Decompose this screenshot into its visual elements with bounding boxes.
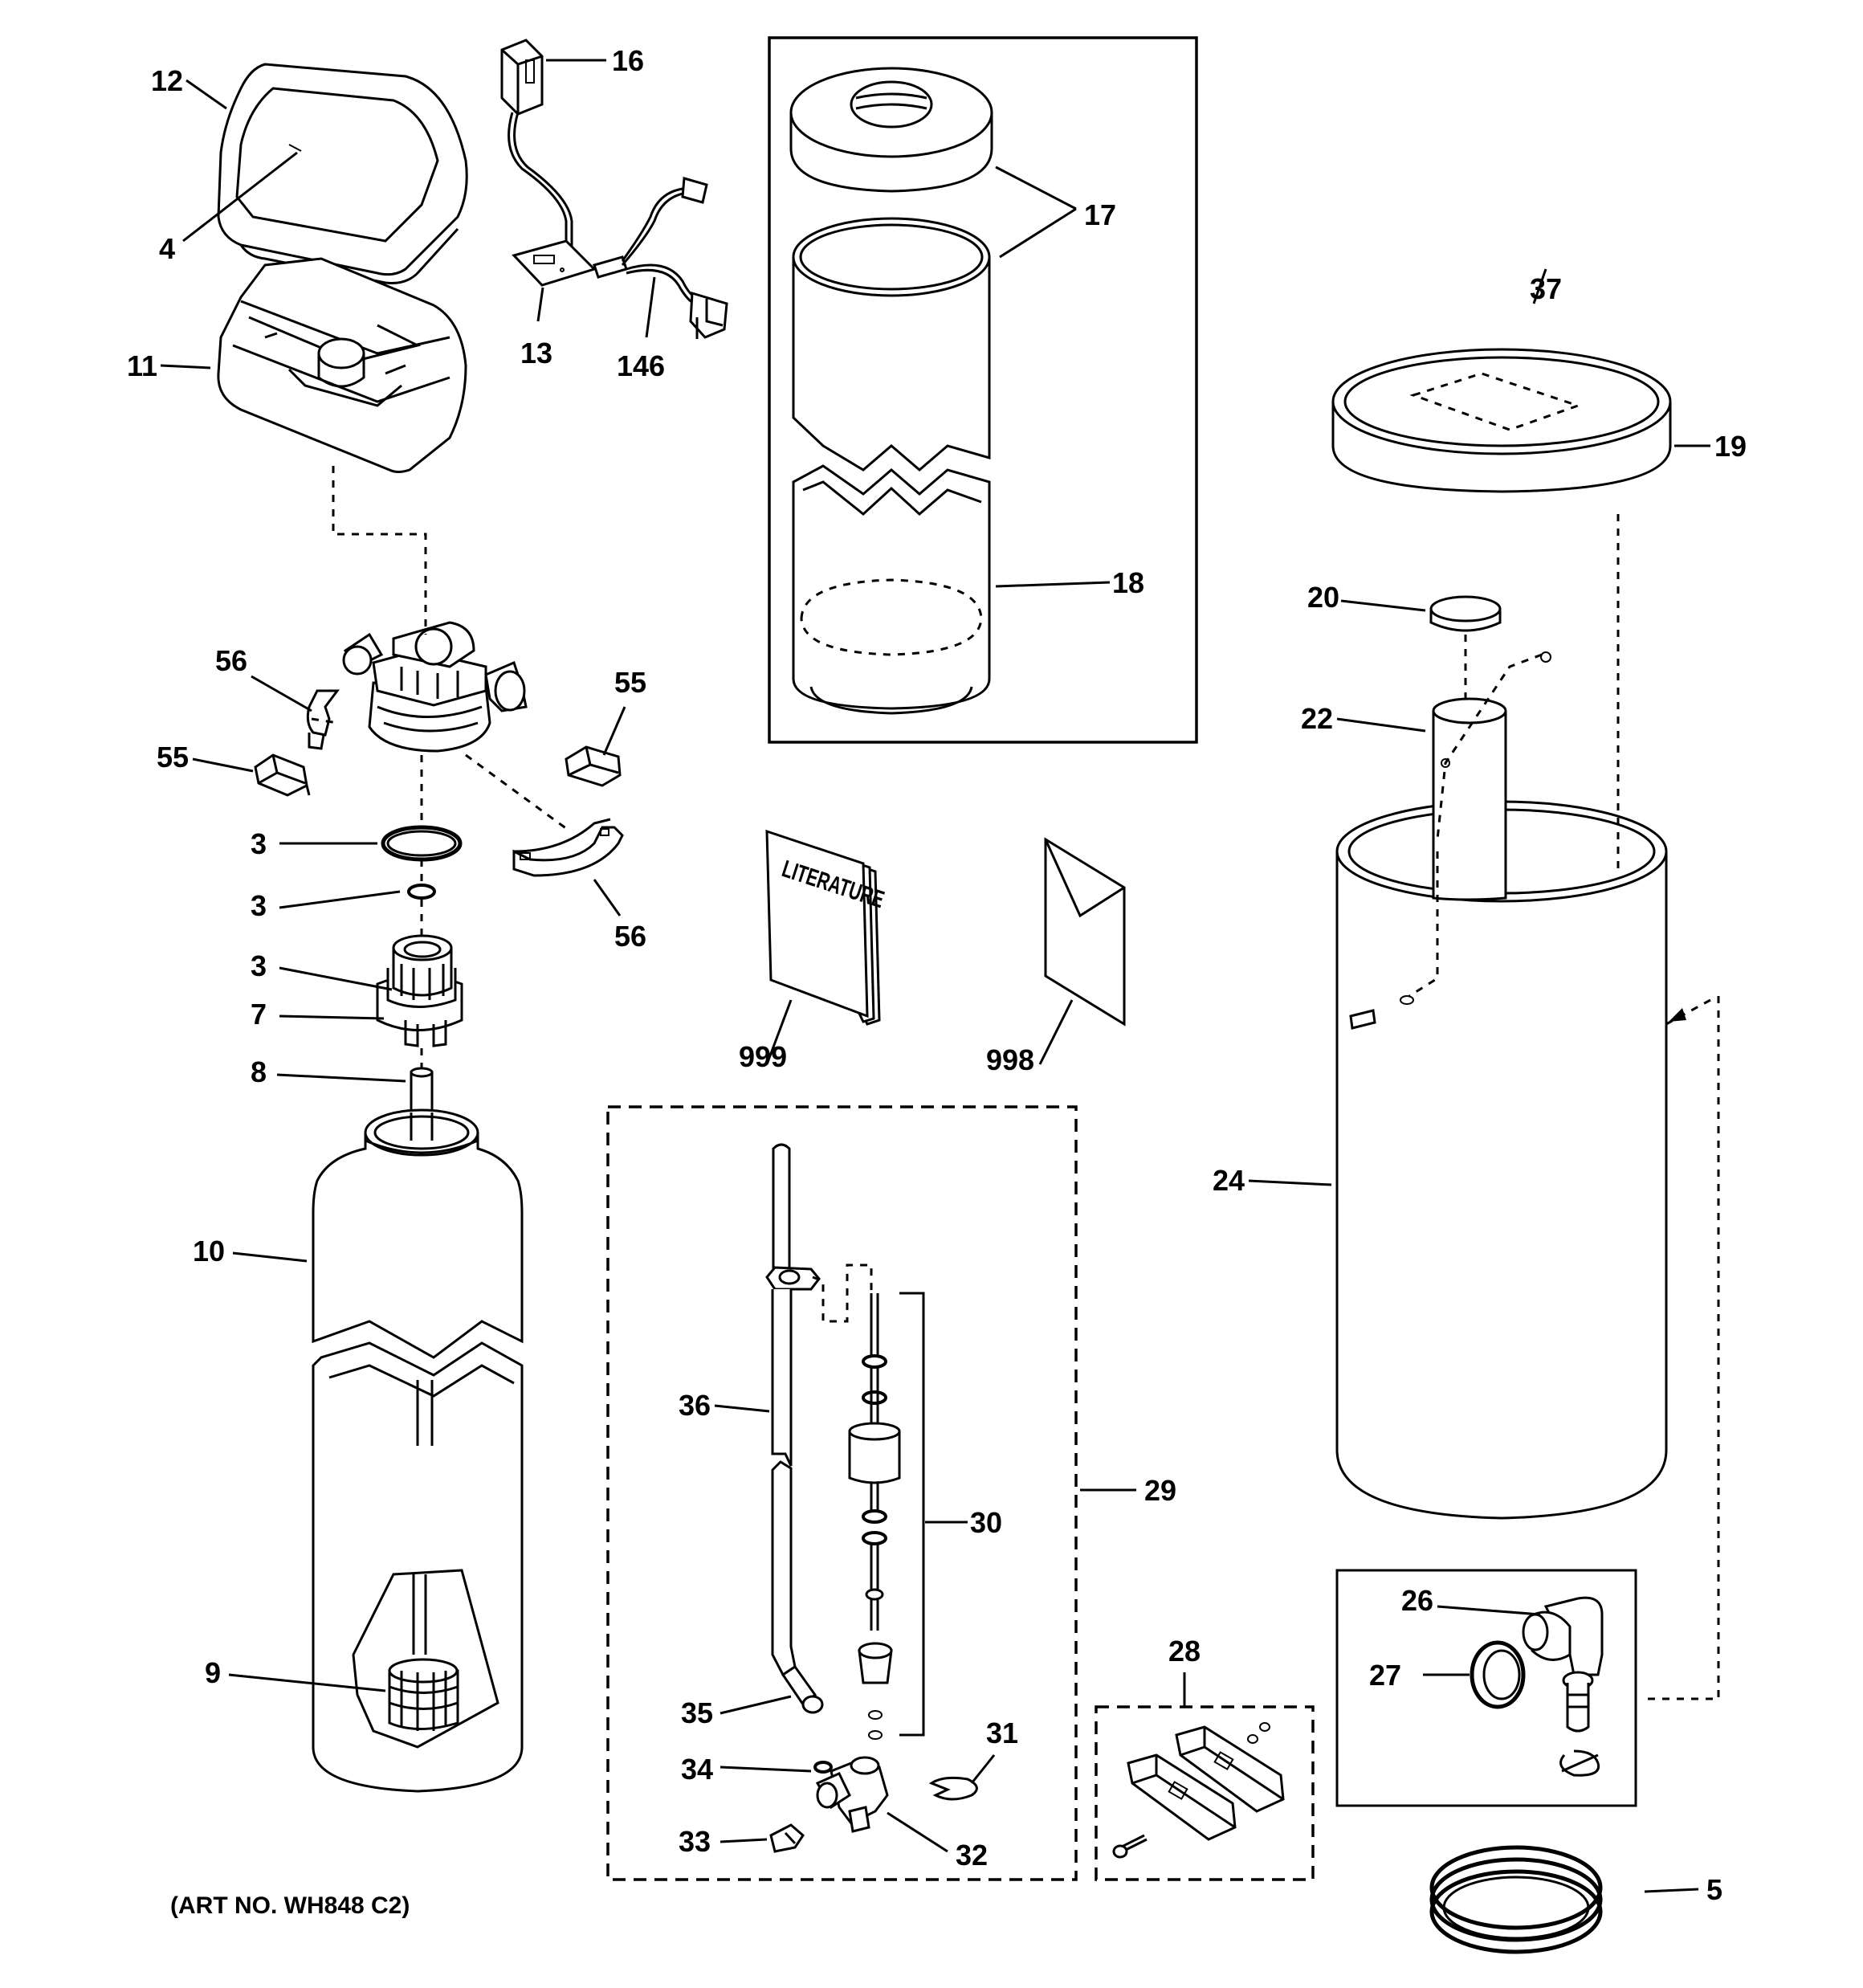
clip-part-33: [769, 1823, 805, 1853]
elbow-part-35: [781, 1664, 824, 1714]
label-part-37: [1409, 372, 1582, 431]
tube-part-17-18: [792, 217, 991, 715]
harness-part-146: [593, 177, 728, 339]
plug-part-20: [1429, 595, 1502, 632]
label-3-oring-small: 3: [251, 889, 267, 922]
tube-part-8: [410, 1067, 434, 1114]
assembly-arrow: [1669, 1008, 1686, 1022]
connection-lines-29: [812, 1263, 873, 1323]
transformer-part-16: [500, 39, 573, 249]
part-labels: 12 4 11 16 13 146 17 18 37 19 20 22 24 5…: [127, 44, 1747, 1906]
adapter-part-3-7: [376, 934, 463, 1047]
valve-assembly: [306, 621, 528, 753]
oring-part-3-small: [407, 884, 436, 900]
label-24: 24: [1213, 1164, 1245, 1197]
label-27: 27: [1369, 1659, 1401, 1692]
label-998: 998: [986, 1043, 1034, 1076]
label-35: 35: [681, 1696, 713, 1729]
clip-part-55-left: [254, 753, 311, 797]
label-7: 7: [251, 998, 267, 1031]
label-56-right: 56: [614, 920, 646, 953]
float-box-29: [606, 1105, 1078, 1881]
label-36: 36: [679, 1389, 711, 1422]
label-17: 17: [1084, 198, 1116, 231]
leader-lines: [160, 59, 1710, 1893]
label-37: 37: [1530, 272, 1562, 305]
board-part-13: [512, 239, 597, 287]
brine-well-tube-36: [765, 1143, 821, 1677]
cartridge-box: [768, 36, 1198, 744]
label-13: 13: [520, 337, 552, 369]
label-22: 22: [1301, 702, 1333, 735]
label-31: 31: [986, 1717, 1018, 1749]
elbow-box: [1335, 1569, 1637, 1807]
label-34: 34: [681, 1753, 713, 1786]
tank-part-24: [1335, 800, 1668, 1520]
label-19: 19: [1714, 430, 1747, 463]
label-56-left: 56: [215, 644, 247, 677]
label-11: 11: [127, 349, 157, 382]
retainer-part-31: [928, 1776, 978, 1801]
clip-part-55-right: [565, 745, 622, 787]
float-part-30: [848, 1292, 925, 1740]
label-32: 32: [956, 1839, 988, 1872]
label-55-right: 55: [614, 666, 646, 699]
label-999: 999: [739, 1040, 787, 1073]
kit-part-28: [1112, 1722, 1285, 1859]
label-29: 29: [1144, 1474, 1176, 1507]
label-18: 18: [1112, 566, 1144, 599]
label-4: 4: [159, 232, 175, 265]
envelope-part-998: [1044, 837, 1126, 1027]
housing-part-11: [217, 257, 467, 473]
screen-part-9: [352, 1569, 499, 1749]
cover-part-12: [217, 63, 468, 284]
clip-part-56-right: [512, 818, 624, 877]
label-146: 146: [617, 349, 665, 382]
label-30: 30: [970, 1506, 1002, 1539]
window-part-4: [288, 144, 302, 152]
label-10: 10: [193, 1235, 225, 1268]
label-20: 20: [1307, 581, 1339, 614]
label-26: 26: [1401, 1584, 1433, 1617]
label-3-adapter: 3: [251, 949, 267, 982]
label-3-oring-large: 3: [251, 827, 267, 860]
label-55-left: 55: [157, 741, 189, 774]
nut-part-27: [1470, 1640, 1526, 1709]
label-16: 16: [612, 44, 644, 77]
lid-part-19: [1331, 348, 1672, 493]
oring-part-3-large: [381, 825, 463, 862]
literature-part-999: LITERATURE: [765, 829, 887, 1026]
label-12: 12: [151, 64, 183, 97]
label-8: 8: [251, 1055, 267, 1088]
label-5: 5: [1706, 1873, 1722, 1906]
elbow-part-26: [1522, 1596, 1604, 1777]
art-number-caption: (ART NO. WH848 C2): [170, 1892, 410, 1919]
valve-part-32: [815, 1756, 889, 1833]
label-33: 33: [679, 1825, 711, 1858]
assembly-lines: [311, 466, 1720, 1700]
tubing-part-5: [1429, 1845, 1603, 1954]
ring-part-34: [813, 1761, 833, 1774]
label-9: 9: [205, 1656, 221, 1689]
kit-box-28: [1095, 1705, 1315, 1881]
label-28: 28: [1168, 1635, 1201, 1668]
well-part-22: [1349, 651, 1551, 1030]
cap-part-17: [789, 67, 993, 193]
